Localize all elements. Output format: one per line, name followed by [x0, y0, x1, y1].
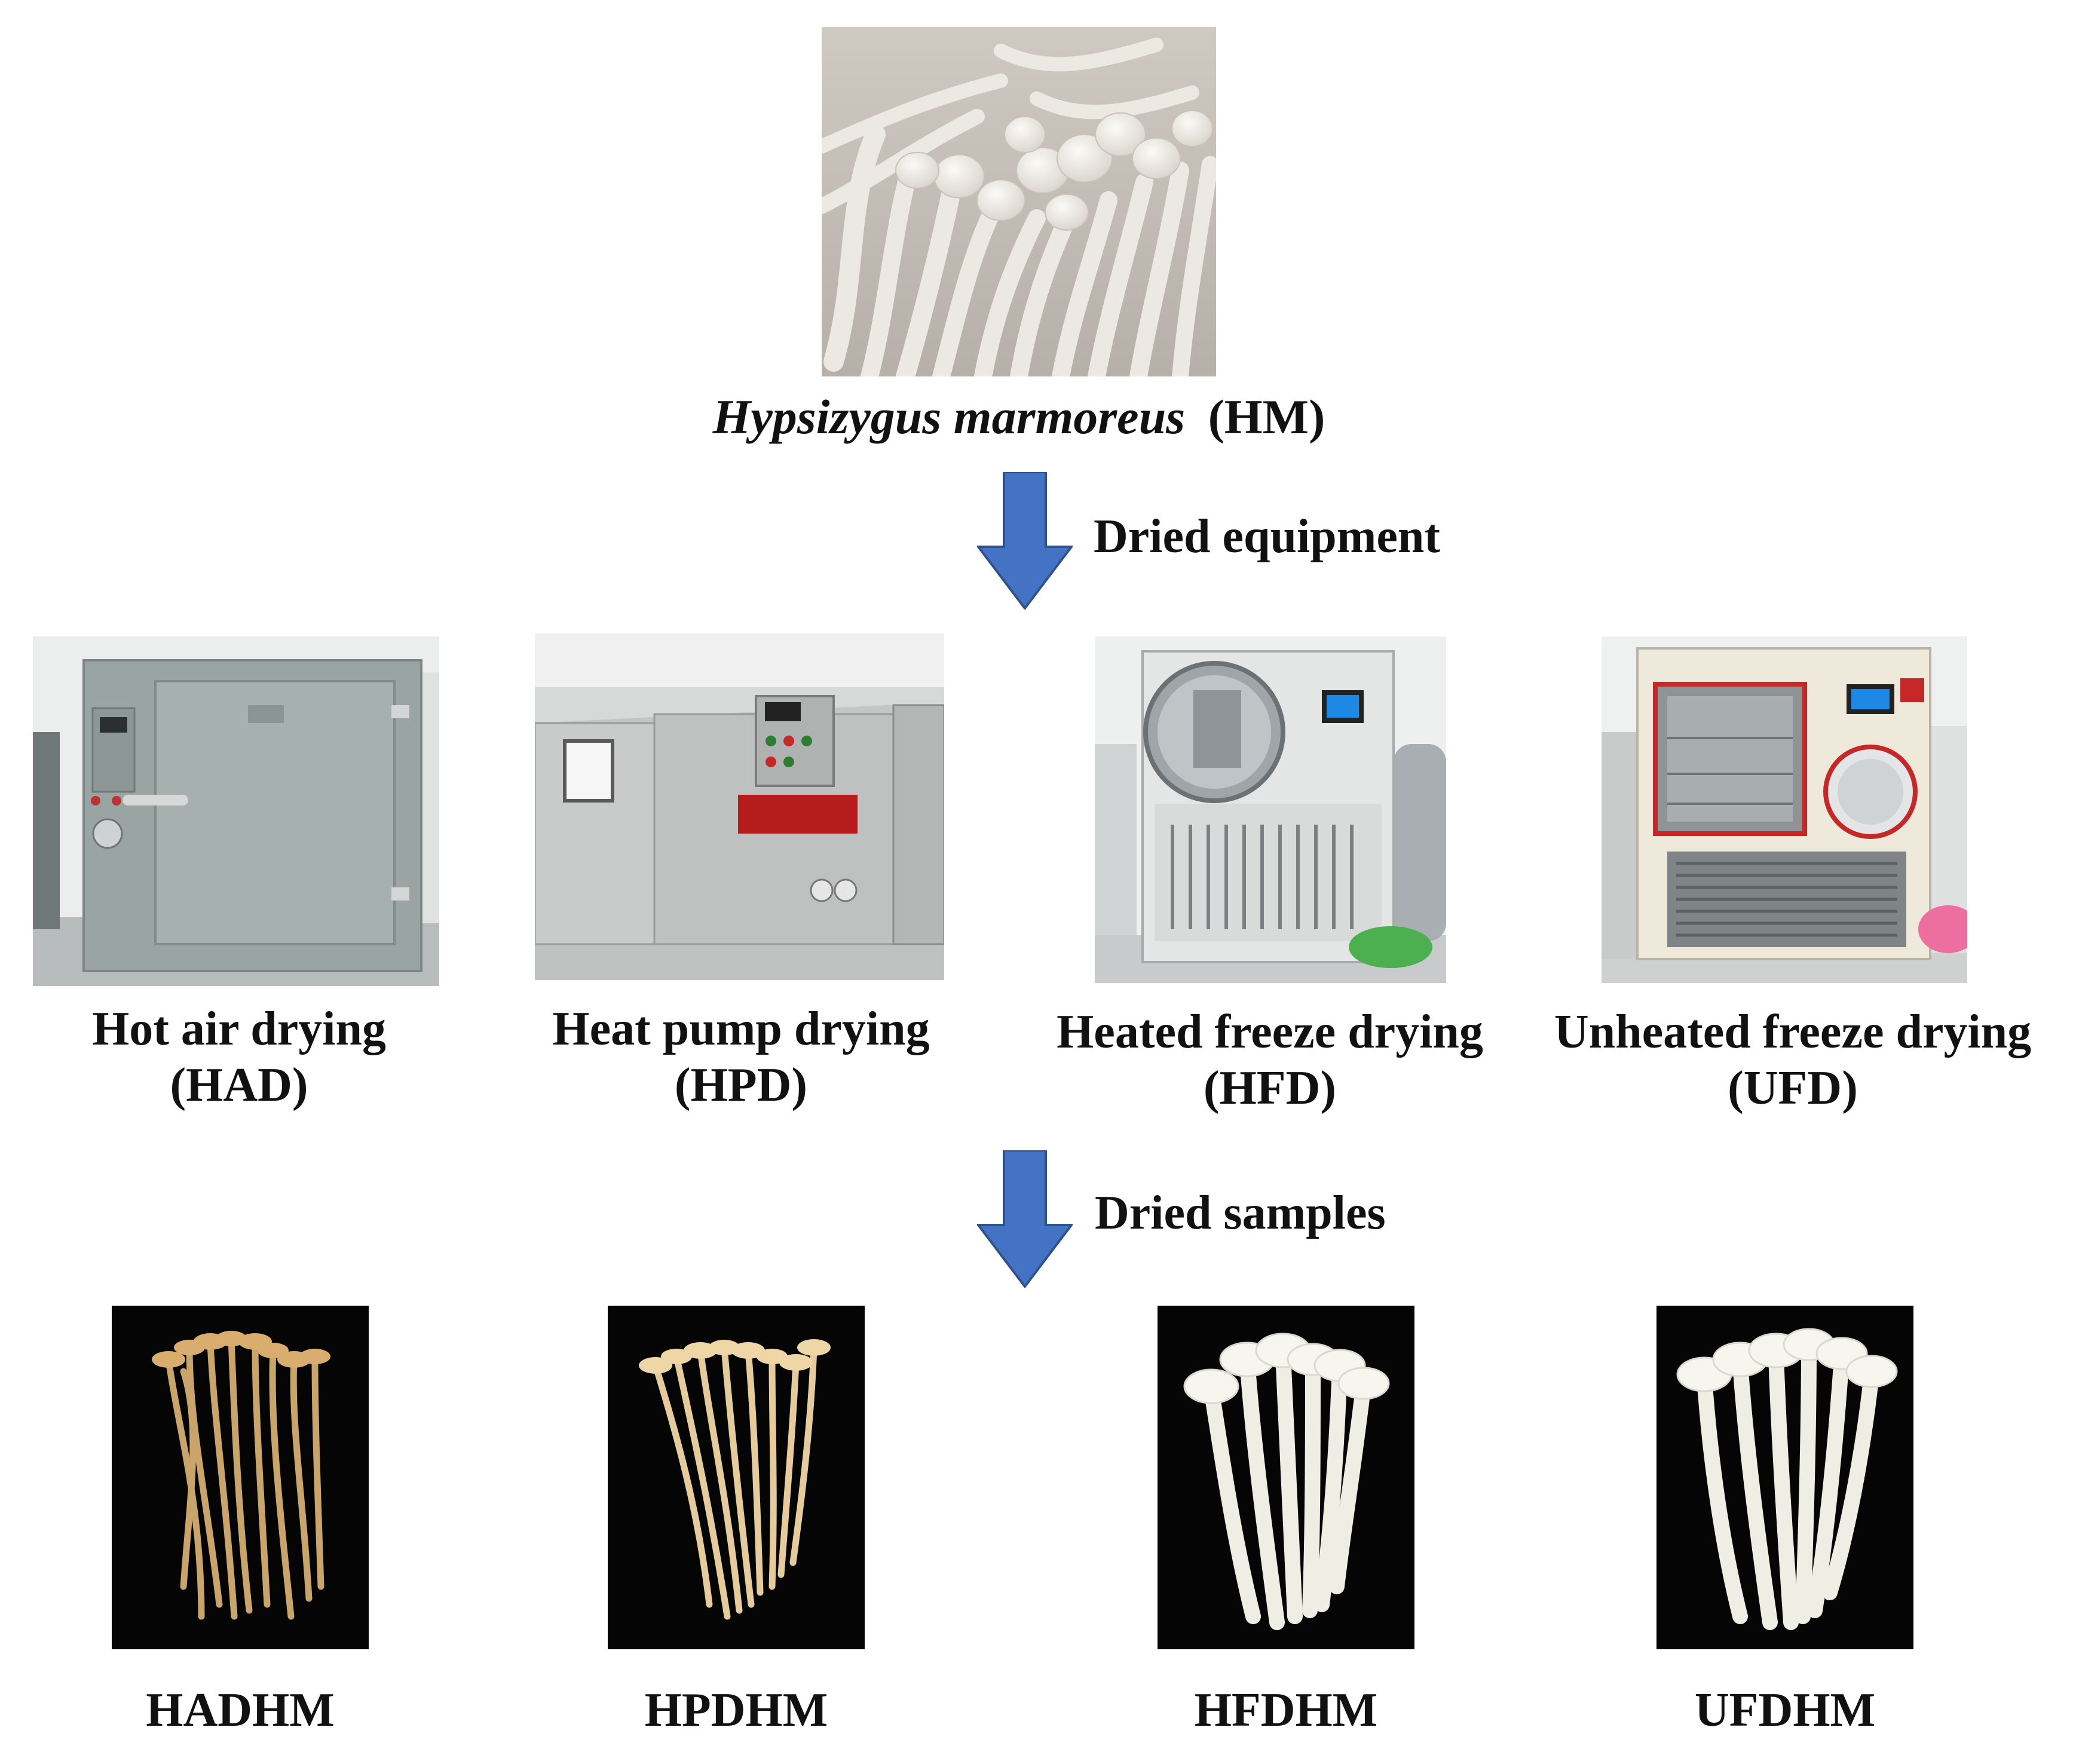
sample-label-hpd: HPDHM: [644, 1684, 828, 1737]
equipment-abbr: (HFD): [1203, 1062, 1337, 1115]
hot-air-oven-photo: [33, 636, 439, 986]
down-arrow-icon: [977, 472, 1073, 610]
dried-sample-photo-hfd: [1158, 1306, 1414, 1649]
dried-sample-photo-hpd: [608, 1306, 865, 1649]
heated-freeze-dryer-photo: [1095, 636, 1446, 983]
equipment-abbr: (HAD): [170, 1059, 308, 1112]
sample-label-hfd: HFDHM: [1194, 1684, 1378, 1737]
equipment-name: Hot air drying: [92, 1003, 386, 1055]
species-abbr: (HM): [1208, 390, 1325, 444]
unheated-freeze-dryer-photo: [1602, 636, 1967, 983]
equipment-name: Unheated freeze drying: [1554, 1006, 2032, 1058]
dried-sample-photo-had: [112, 1306, 369, 1649]
dried-sample-photo-ufd: [1656, 1306, 1913, 1649]
sample-label-had: HADHM: [146, 1684, 335, 1737]
equipment-caption-ufd: Unheated freeze drying (UFD): [1524, 1004, 2062, 1117]
equipment-abbr: (UFD): [1728, 1062, 1858, 1115]
equipment-caption-had: Hot air drying (HAD): [33, 1001, 445, 1114]
equipment-caption-hfd: Heated freeze drying (HFD): [1019, 1004, 1521, 1117]
species-caption: Hypsizygus marmoreus (HM): [687, 388, 1351, 446]
species-name: Hypsizygus marmoreus: [712, 390, 1186, 444]
heat-pump-dryer-photo: [535, 633, 944, 980]
equipment-abbr: (HPD): [674, 1059, 808, 1112]
samples-arrow-label: Dried samples: [1095, 1187, 1386, 1239]
equipment-caption-hpd: Heat pump drying (HPD): [526, 1001, 956, 1114]
down-arrow-icon: [977, 1150, 1073, 1288]
sample-label-ufd: UFDHM: [1694, 1684, 1876, 1737]
equipment-name: Heat pump drying: [552, 1003, 930, 1055]
equipment-name: Heated freeze drying: [1057, 1006, 1483, 1058]
fresh-mushroom-photo: [822, 27, 1216, 376]
equipment-arrow-label: Dried equipment: [1094, 510, 1440, 563]
